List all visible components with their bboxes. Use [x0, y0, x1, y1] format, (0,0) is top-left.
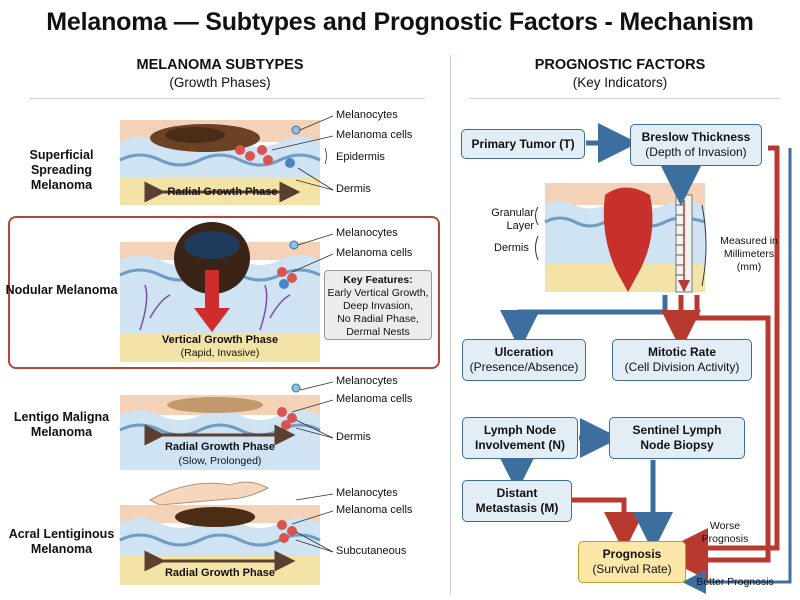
phase-acral: Radial Growth Phase	[164, 567, 276, 579]
subtypes-heading-title: MELANOMA SUBTYPES	[136, 57, 304, 73]
phase-nodular-sub: (Rapid, Invasive)	[180, 347, 260, 359]
key-features-title: Key Features:	[343, 274, 413, 286]
prognostic-heading-title: PROGNOSTIC FACTORS	[534, 57, 706, 73]
measured-line-1: Measured in	[720, 235, 778, 247]
lentigo-skin-illustration	[119, 383, 321, 470]
label-melanocytes-3: Melanocytes	[336, 375, 398, 387]
superficial-skin-illustration	[119, 120, 321, 205]
prognostic-heading-sub: (Key Indicators)	[572, 75, 668, 90]
measured-label: Measured in Millimeters (mm)	[710, 235, 788, 274]
page-title: Melanoma — Subtypes and Prognostic Facto…	[46, 8, 754, 36]
subtypes-heading: MELANOMA SUBTYPES (Growth Phases)	[90, 57, 350, 91]
phase-nodular: Vertical Growth Phase	[161, 334, 279, 346]
prognosis-box: Prognosis (Survival Rate)	[578, 541, 686, 583]
breslow-skin-illustration	[535, 183, 707, 293]
better-prognosis-label: Better Prognosis	[696, 576, 774, 588]
label-melanoma-cells-3: Melanoma cells	[336, 393, 413, 405]
subtype-name-superficial: Superficial Spreading Melanoma	[29, 148, 94, 192]
label-subcutaneous-4: Subcutaneous	[336, 545, 407, 557]
breslow-box: Breslow Thickness (Depth of Invasion)	[630, 124, 762, 166]
label-melanoma-cells-1: Melanoma cells	[336, 129, 413, 141]
worse-line-2: Prognosis	[701, 533, 749, 545]
column-divider	[450, 55, 451, 595]
label-melanoma-cells-4: Melanoma cells	[336, 504, 413, 516]
distant-line-1: Distant	[496, 486, 538, 500]
flow-arrows	[497, 123, 792, 594]
ulceration-sub: (Presence/Absence)	[469, 360, 579, 374]
acral-skin-illustration	[119, 481, 321, 585]
ulceration-title: Ulceration	[494, 345, 554, 359]
primary-tumor-box: Primary Tumor (T)	[461, 129, 585, 159]
sentinel-line-2: Node Biopsy	[640, 438, 714, 452]
sentinel-line-1: Sentinel Lymph	[632, 423, 722, 437]
breslow-title: Breslow Thickness	[641, 130, 751, 144]
mitotic-box: Mitotic Rate (Cell Division Activity)	[612, 339, 752, 381]
label-melanocytes-4: Melanocytes	[336, 487, 398, 499]
label-dermis-3: Dermis	[336, 431, 371, 443]
breslow-sub: (Depth of Invasion)	[645, 145, 747, 159]
subtypes-heading-sub: (Growth Phases)	[169, 75, 271, 90]
key-feature-item: Deep Invasion,	[342, 300, 414, 312]
key-feature-item: Early Vertical Growth,	[327, 287, 429, 299]
phase-lentigo: Radial Growth Phase	[164, 441, 276, 453]
label-melanoma-cells-2: Melanoma cells	[336, 247, 413, 259]
sentinel-box: Sentinel Lymph Node Biopsy	[609, 417, 745, 459]
key-feature-item: Dermal Nests	[346, 326, 410, 338]
right-divider	[470, 98, 780, 99]
label-melanocytes-2: Melanocytes	[336, 227, 398, 239]
granular-layer-label: Granular Layer	[484, 207, 534, 233]
label-dermis-1: Dermis	[336, 183, 371, 195]
distant-line-2: Metastasis (M)	[475, 501, 559, 515]
lymph-line-2: Involvement (N)	[474, 438, 565, 452]
nodular-highlight-frame	[8, 216, 440, 369]
mitotic-sub: (Cell Division Activity)	[624, 360, 740, 374]
prognosis-title: Prognosis	[602, 547, 662, 561]
mitotic-title: Mitotic Rate	[647, 345, 716, 359]
subtype-name-lentigo: Lentigo Maligna Melanoma	[13, 410, 110, 439]
granular-line-1: Granular	[491, 207, 534, 219]
granular-line-2: Layer	[506, 220, 534, 232]
prognostic-heading: PROGNOSTIC FACTORS (Key Indicators)	[490, 57, 750, 91]
left-leader-lines	[271, 115, 334, 553]
worse-prognosis-label: Worse Prognosis	[695, 520, 755, 546]
measured-line-2: Millimeters	[723, 248, 775, 260]
left-divider	[30, 98, 425, 99]
key-feature-item: No Radial Phase,	[337, 313, 419, 325]
lymph-node-box: Lymph Node Involvement (N)	[462, 417, 578, 459]
distant-metastasis-box: Distant Metastasis (M)	[462, 480, 572, 522]
measured-line-3: (mm)	[736, 261, 762, 273]
phase-superficial: Radial Growth Phase	[167, 186, 278, 198]
ulceration-box: Ulceration (Presence/Absence)	[462, 339, 586, 381]
primary-tumor-label: Primary Tumor (T)	[471, 136, 575, 151]
phase-lentigo-sub: (Slow, Prolonged)	[178, 455, 262, 467]
worse-line-1: Worse	[709, 520, 741, 532]
nodular-skin-illustration	[119, 222, 321, 362]
prognosis-sub: (Survival Rate)	[592, 562, 672, 576]
key-features-box: Key Features: Early Vertical Growth, Dee…	[324, 270, 432, 340]
label-melanocytes-1: Melanocytes	[336, 109, 398, 121]
label-epidermis-1: Epidermis	[336, 151, 385, 163]
subtype-name-acral: Acral Lentiginous Melanoma	[8, 527, 115, 556]
subtype-name-nodular: Nodular Melanoma	[5, 283, 118, 297]
dermis-label-right: Dermis	[494, 242, 529, 254]
lymph-line-1: Lymph Node	[483, 423, 557, 437]
